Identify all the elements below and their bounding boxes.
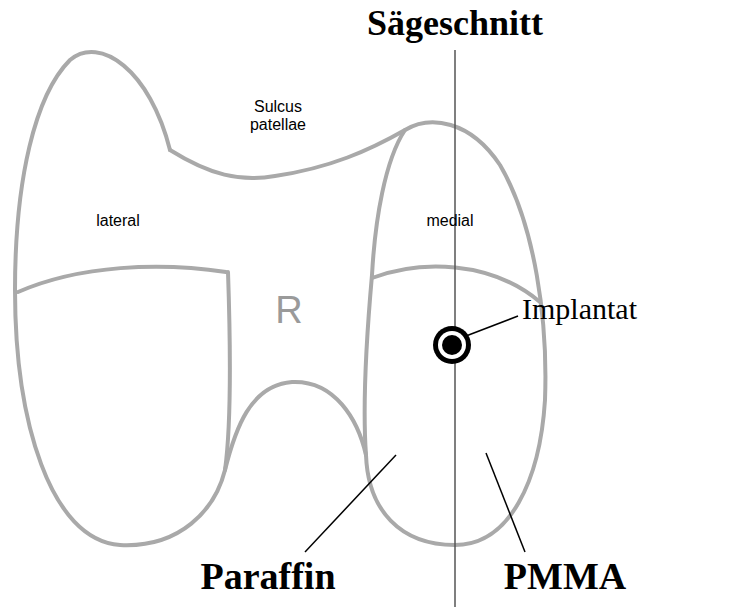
- lateral-condyle: [15, 52, 230, 545]
- cut-title: Sägeschnitt: [367, 4, 543, 44]
- side-label: medial: [426, 212, 473, 230]
- implant-core: [442, 335, 462, 355]
- intercondylar-notch: [225, 382, 366, 470]
- material-label: PMMA: [504, 556, 626, 598]
- medial-condyle-divider: [372, 267, 540, 302]
- side-marker: R: [275, 290, 302, 332]
- implant-gap: [438, 331, 466, 359]
- part-label: Implantat: [522, 292, 637, 325]
- implant-leader: [466, 316, 518, 336]
- lateral-condyle-divider: [18, 267, 226, 292]
- pmma-leader: [486, 453, 525, 552]
- material-label: Paraffin: [200, 556, 335, 598]
- side-label: lateral: [96, 212, 140, 230]
- sulcus-patellae-line: [170, 130, 405, 178]
- region-label: Sulcus patellae: [238, 98, 318, 133]
- paraffin-leader: [305, 455, 396, 552]
- implant-ring: [433, 326, 471, 364]
